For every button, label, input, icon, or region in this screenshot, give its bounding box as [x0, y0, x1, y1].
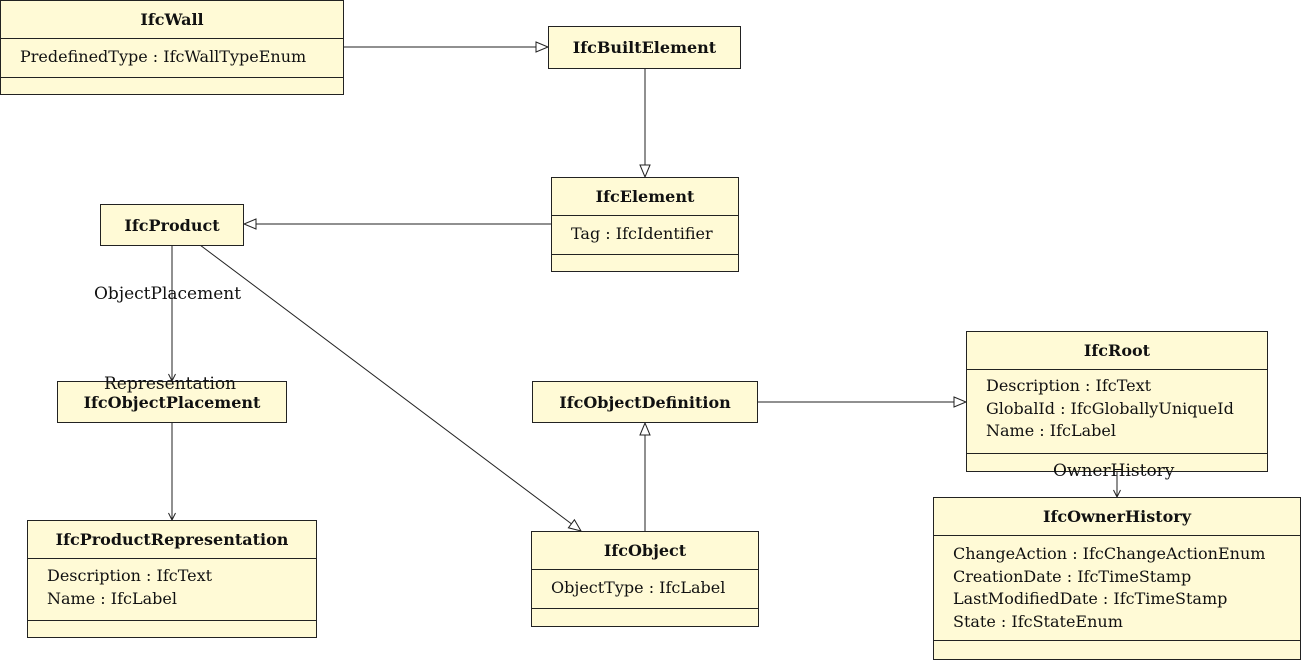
class-ifcelement[interactable]: IfcElement Tag : IfcIdentifier	[551, 177, 739, 272]
class-name: IfcRoot	[1083, 341, 1151, 360]
class-operations	[934, 640, 1300, 659]
class-name: IfcElement	[595, 187, 695, 206]
attribute: PredefinedType : IfcWallTypeEnum	[20, 47, 307, 66]
class-operations	[532, 608, 758, 626]
class-ifcobjectplacement[interactable]: IfcObjectPlacement	[57, 381, 287, 423]
class-ifcownerhistory[interactable]: IfcOwnerHistory ChangeAction : IfcChange…	[933, 497, 1301, 660]
class-attributes: Tag : IfcIdentifier	[552, 215, 738, 254]
class-ifcroot[interactable]: IfcRoot Description : IfcText GlobalId :…	[966, 331, 1268, 472]
class-name: IfcObjectDefinition	[559, 392, 731, 412]
attribute: Description : IfcText	[986, 376, 1152, 395]
class-attributes: Description : IfcText Name : IfcLabel	[28, 558, 316, 620]
class-operations	[967, 453, 1267, 471]
association-label-objectplacement: ObjectPlacement	[94, 284, 242, 304]
attribute: Name : IfcLabel	[986, 421, 1116, 441]
class-ifcobjectdefinition[interactable]: IfcObjectDefinition	[532, 381, 758, 423]
class-ifcproduct[interactable]: IfcProduct	[100, 204, 244, 246]
association-label-representation: Representation	[104, 374, 237, 394]
attribute: Description : IfcText	[47, 566, 213, 585]
class-attributes: PredefinedType : IfcWallTypeEnum	[1, 38, 343, 77]
class-name: IfcObject	[603, 541, 687, 560]
class-ifcwall[interactable]: IfcWall PredefinedType : IfcWallTypeEnum	[0, 0, 344, 95]
attribute: State : IfcStateEnum	[953, 611, 1123, 631]
class-name: IfcObjectPlacement	[83, 392, 261, 412]
class-ifcbuiltelement[interactable]: IfcBuiltElement	[548, 26, 741, 69]
class-ifcobject[interactable]: IfcObject ObjectType : IfcLabel	[531, 531, 759, 627]
class-attributes: Description : IfcText GlobalId : IfcGlob…	[967, 369, 1267, 453]
class-name: IfcBuiltElement	[572, 38, 717, 57]
class-operations	[552, 254, 738, 271]
attribute: Tag : IfcIdentifier	[571, 224, 713, 243]
class-operations	[28, 620, 316, 637]
attribute: LastModifiedDate : IfcTimeStamp	[953, 589, 1228, 609]
attribute: GlobalId : IfcGloballyUniqueId	[986, 398, 1234, 418]
class-name: IfcProduct	[124, 215, 220, 235]
class-name: IfcWall	[140, 10, 204, 29]
class-attributes: ChangeAction : IfcChangeActionEnum Creat…	[934, 535, 1300, 640]
attribute: ObjectType : IfcLabel	[551, 578, 726, 597]
attribute: ChangeAction : IfcChangeActionEnum	[953, 544, 1266, 563]
association-label-ownerhistory: OwnerHistory	[1053, 461, 1175, 481]
attribute: CreationDate : IfcTimeStamp	[953, 566, 1192, 586]
class-operations	[1, 77, 343, 94]
class-name: IfcOwnerHistory	[1042, 507, 1192, 526]
class-ifcproductrepresentation[interactable]: IfcProductRepresentation Description : I…	[27, 520, 317, 638]
class-name: IfcProductRepresentation	[55, 530, 289, 549]
attribute: Name : IfcLabel	[47, 588, 177, 608]
class-attributes: ObjectType : IfcLabel	[532, 569, 758, 608]
